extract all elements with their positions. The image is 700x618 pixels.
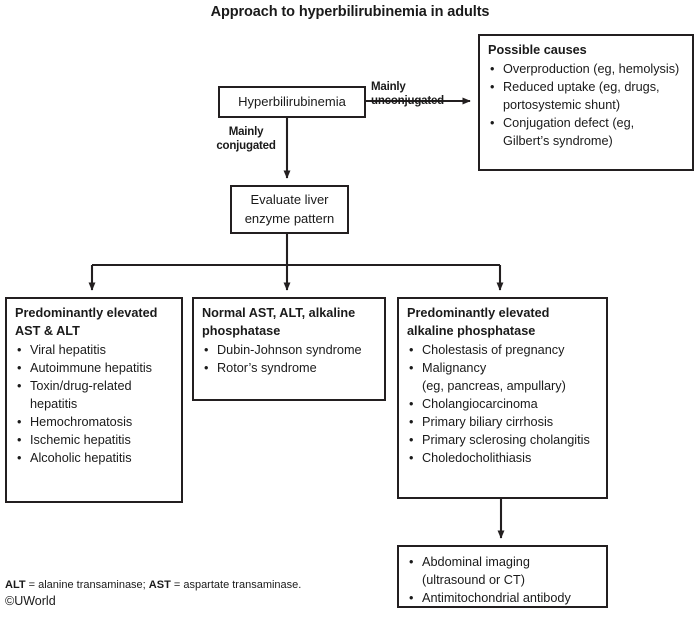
list-item: • Antimitochondrial antibody bbox=[407, 589, 599, 607]
abbreviation-footnote: ALT = alanine transaminase; AST = aspart… bbox=[5, 578, 301, 593]
list-item-text: Primary biliary cirrhosis bbox=[422, 414, 554, 429]
node-predominantly-elevated-ast-alt: Predominantly elevated AST & ALT • Viral… bbox=[5, 297, 183, 503]
bullet-icon: • bbox=[490, 79, 495, 94]
list-item-text: Antimitochondrial antibody bbox=[422, 591, 571, 606]
bullet-icon: • bbox=[17, 414, 22, 429]
node-abdominal-imaging: • Abdominal imaging (ultrasound or CT) •… bbox=[397, 545, 608, 608]
list-item-continuation: (ultrasound or CT) bbox=[422, 573, 525, 588]
list-item-text: Abdominal imaging bbox=[422, 555, 530, 569]
node-hyperbilirubinemia: Hyperbilirubinemia bbox=[218, 86, 366, 118]
node-predominantly-elevated-alkaline-phosphatase: Predominantly elevated alkaline phosphat… bbox=[397, 297, 608, 499]
bullet-icon: • bbox=[204, 342, 209, 357]
node-hyperbilirubinemia-label: Hyperbilirubinemia bbox=[238, 93, 346, 109]
list-item: • Cholangiocarcinoma bbox=[407, 395, 599, 413]
list-item-text: Cholestasis of pregnancy bbox=[422, 342, 565, 357]
imaging-list: • Abdominal imaging (ultrasound or CT) •… bbox=[407, 553, 599, 607]
node-evaluate-line1: Evaluate liver bbox=[250, 192, 329, 208]
list-item-text: Conjugation defect (eg, bbox=[503, 115, 635, 130]
bullet-icon: • bbox=[17, 450, 22, 465]
footnote-text-1: = alanine transaminase; bbox=[25, 579, 149, 591]
list-item-text: Ischemic hepatitis bbox=[30, 432, 131, 447]
list-item-continuation: (eg, pancreas, ampullary) bbox=[422, 378, 566, 393]
edge-label-unconjugated-line2: unconjugated bbox=[371, 94, 444, 107]
list-item: • Cholestasis of pregnancy bbox=[407, 341, 599, 359]
list-item-continuation: hepatitis bbox=[30, 396, 78, 411]
list-item: • Primary biliary cirrhosis bbox=[407, 413, 599, 431]
ast-alt-heading-line1: Predominantly elevated bbox=[15, 306, 158, 320]
normal-list: • Dubin-Johnson syndrome • Rotor’s syndr… bbox=[202, 341, 377, 377]
bullet-icon: • bbox=[409, 432, 414, 447]
bullet-icon: • bbox=[409, 450, 414, 465]
list-item: • Reduced uptake (eg, drugs, portosystem… bbox=[488, 78, 685, 114]
edge-label-conjugated-line1: Mainly bbox=[228, 126, 264, 138]
list-item-text: Choledocholithiasis bbox=[422, 450, 532, 465]
node-evaluate-line2: enzyme pattern bbox=[244, 210, 335, 226]
alk-phos-heading-line2: alkaline phosphatase bbox=[407, 323, 536, 338]
list-item: • Viral hepatitis bbox=[15, 341, 174, 359]
possible-causes-list: • Overproduction (eg, hemolysis) • Reduc… bbox=[488, 60, 685, 150]
ast-alt-heading-line2: AST & ALT bbox=[15, 323, 80, 338]
list-item: • Hemochromatosis bbox=[15, 413, 174, 431]
footnote-abbr-alt: ALT bbox=[5, 579, 26, 591]
normal-heading-line2: phosphatase bbox=[202, 323, 281, 338]
list-item: • Conjugation defect (eg, Gilbert’s synd… bbox=[488, 114, 685, 150]
edge-label-mainly-unconjugated: Mainly unconjugated bbox=[371, 81, 475, 109]
bullet-icon: • bbox=[490, 115, 495, 130]
list-item-text: Dubin-Johnson syndrome bbox=[217, 342, 362, 357]
bullet-icon: • bbox=[204, 360, 209, 375]
bullet-icon: • bbox=[17, 378, 22, 393]
list-item-text: Autoimmune hepatitis bbox=[30, 360, 153, 375]
list-item-text: Rotor’s syndrome bbox=[217, 360, 317, 375]
list-item: • Alcoholic hepatitis bbox=[15, 449, 174, 467]
page-title: Approach to hyperbilirubinemia in adults bbox=[210, 4, 490, 20]
list-item: • Dubin-Johnson syndrome bbox=[202, 341, 377, 359]
possible-causes-heading: Possible causes bbox=[488, 43, 587, 57]
normal-heading-line1: Normal AST, ALT, alkaline bbox=[202, 306, 356, 320]
list-item: • Malignancy (eg, pancreas, ampullary) bbox=[407, 359, 599, 395]
bullet-icon: • bbox=[409, 342, 414, 357]
list-item-text: Reduced uptake (eg, drugs, bbox=[503, 79, 660, 94]
node-evaluate-liver-enzyme-pattern: Evaluate liver enzyme pattern bbox=[230, 185, 349, 234]
list-item-continuation: Gilbert’s syndrome) bbox=[503, 133, 613, 148]
bullet-icon: • bbox=[409, 360, 414, 375]
bullet-icon: • bbox=[409, 591, 414, 606]
list-item: • Primary sclerosing cholangitis bbox=[407, 431, 599, 449]
list-item: • Choledocholithiasis bbox=[407, 449, 599, 467]
list-item: • Autoimmune hepatitis bbox=[15, 359, 174, 377]
bullet-icon: • bbox=[409, 414, 414, 429]
list-item: • Abdominal imaging (ultrasound or CT) bbox=[407, 553, 599, 589]
list-item: • Ischemic hepatitis bbox=[15, 431, 174, 449]
list-item-continuation: portosystemic shunt) bbox=[503, 97, 621, 112]
ast-alt-list: • Viral hepatitis • Autoimmune hepatitis… bbox=[15, 341, 174, 467]
edge-label-conjugated-line2: conjugated bbox=[216, 139, 276, 152]
list-item-text: Alcoholic hepatitis bbox=[30, 450, 132, 465]
node-normal-ast-alt-alkaline-phosphatase: Normal AST, ALT, alkaline phosphatase • … bbox=[192, 297, 386, 401]
list-item: • Overproduction (eg, hemolysis) bbox=[488, 60, 685, 78]
list-item-text: Cholangiocarcinoma bbox=[422, 396, 538, 411]
footnote-text-2: = aspartate transaminase. bbox=[170, 579, 302, 591]
bullet-icon: • bbox=[490, 61, 495, 76]
alk-phos-list: • Cholestasis of pregnancy • Malignancy … bbox=[407, 341, 599, 467]
list-item-text: Hemochromatosis bbox=[30, 414, 133, 429]
list-item-text: Overproduction (eg, hemolysis) bbox=[503, 61, 680, 76]
bullet-icon: • bbox=[409, 555, 414, 569]
bullet-icon: • bbox=[17, 342, 22, 357]
node-possible-causes: Possible causes • Overproduction (eg, he… bbox=[478, 34, 694, 171]
list-item-text: Toxin/drug-related bbox=[30, 378, 132, 393]
list-item-text: Malignancy bbox=[422, 360, 487, 375]
alk-phos-heading-line1: Predominantly elevated bbox=[407, 306, 550, 320]
list-item-text: Viral hepatitis bbox=[30, 342, 106, 357]
list-item: • Toxin/drug-related hepatitis bbox=[15, 377, 174, 413]
bullet-icon: • bbox=[17, 432, 22, 447]
bullet-icon: • bbox=[17, 360, 22, 375]
footnote-abbr-ast: AST bbox=[148, 579, 171, 591]
list-item-text: Primary sclerosing cholangitis bbox=[422, 432, 590, 447]
edge-label-unconjugated-line1: Mainly bbox=[371, 81, 406, 93]
edge-label-mainly-conjugated: Mainly conjugated bbox=[209, 126, 283, 154]
list-item: • Rotor’s syndrome bbox=[202, 359, 377, 377]
bullet-icon: • bbox=[409, 396, 414, 411]
copyright-notice: ©UWorld bbox=[5, 594, 56, 608]
